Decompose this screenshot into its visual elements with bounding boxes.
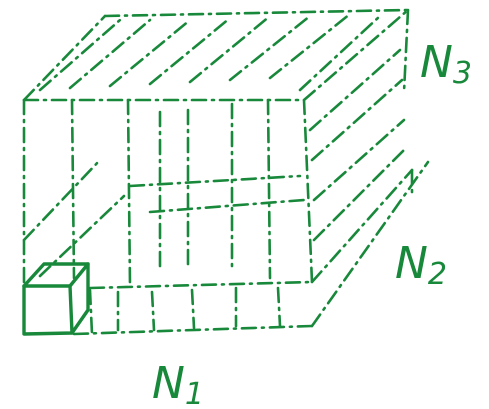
inner-vertical-2 [126,98,132,288]
side-hatch-4 [312,148,406,242]
top-right-edge [302,8,410,102]
top-hatch-8 [298,14,382,92]
front-bottom-edge-lower [72,324,314,336]
top-left-edge [22,14,107,102]
label-n3-sub: 3 [453,56,472,91]
grid-stroke-1 [128,174,302,188]
grid-stroke-3 [88,288,94,336]
top-hatch-4 [148,16,232,86]
grid-stroke-8 [276,286,282,328]
label-n1: N1 [152,358,204,409]
label-n1-main: N [152,358,185,409]
unit-cube-top-face [22,262,90,288]
unit-cube [22,262,90,336]
unit-cube-front-face [22,284,74,336]
grid-stroke-5 [150,290,156,332]
label-n1-sub: 1 [185,377,204,409]
grid-stroke-2 [148,198,306,214]
top-hatch-6 [228,14,312,82]
label-n2-main: N [395,238,428,289]
side-hatch-2 [310,78,404,162]
label-n2-sub: 2 [428,257,447,292]
back-right-vertical [402,8,410,94]
label-n3-main: N [420,37,453,88]
grid-stroke-6 [190,288,196,330]
block-outline-group [22,8,430,336]
front-right-edge [302,98,314,284]
top-hatch-3 [108,18,192,88]
top-hatch-7 [268,12,352,80]
top-hatch-1 [38,18,122,92]
right-lower-diagonal [310,160,430,328]
top-hatch-2 [68,18,152,90]
side-hatch-3 [312,118,406,202]
inner-vertical-6 [266,98,272,280]
top-back-edge [103,8,410,18]
unit-cube-side-face [70,262,90,335]
front-bottom-edge [88,280,314,290]
right-bottom-diagonal [310,168,414,284]
side-hatch-1 [308,48,402,132]
label-n3: N3 [420,37,472,91]
top-hatch-5 [188,14,272,84]
label-n2: N2 [395,238,447,292]
left-hatch-1 [22,158,102,242]
